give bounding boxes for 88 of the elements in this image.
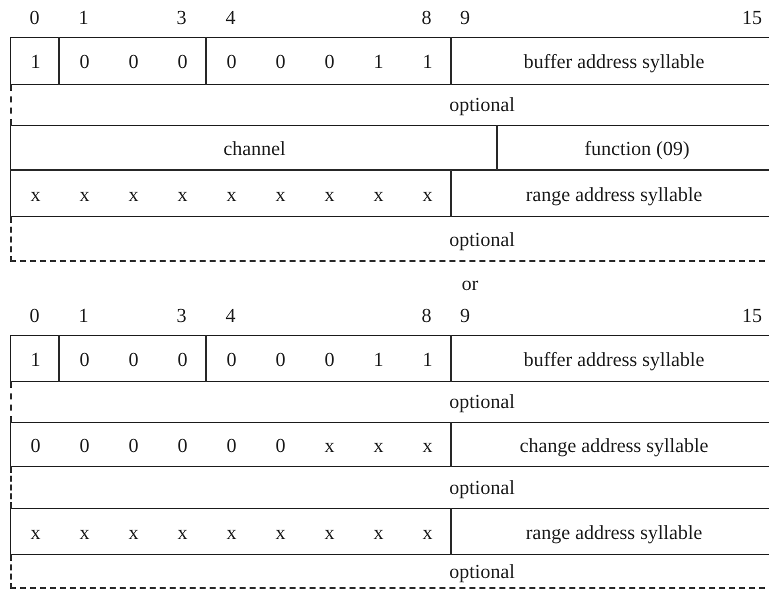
bit-value: x [128,520,138,544]
optional-label: optional [449,93,515,117]
bit-field-cell [206,37,451,85]
bit-value: 0 [276,50,286,74]
bit-field-cell [10,335,59,382]
bit-value: 0 [226,50,236,74]
bit-value: 0 [128,50,138,74]
bit-value: x [374,434,384,458]
field-cell [10,125,497,170]
bit-value: x [80,182,90,206]
bit-value: 1 [374,50,384,74]
bit-value: x [422,520,432,544]
field-name: buffer address syllable [524,348,704,372]
bit-field-cell [10,422,451,467]
bit-value: x [178,520,188,544]
bit-value: 1 [374,348,384,372]
bit-value: 1 [422,50,432,74]
bit-value: x [324,182,334,206]
bit-value: x [30,520,40,544]
field-cell [451,37,769,85]
bit-value: 0 [80,434,90,458]
optional-label: optional [449,476,515,500]
optional-label: optional [449,390,515,414]
bit-field-cell [59,37,206,85]
field-name: channel [223,136,286,160]
bit-value: 0 [178,348,188,372]
bit-value: 1 [30,348,40,372]
bit-number: 15 [742,6,762,30]
bit-value: x [374,520,384,544]
bit-field-cell [10,508,451,555]
bit-number: 0 [30,304,40,328]
bit-number: 15 [742,304,762,328]
field-cell [451,170,769,217]
bit-value: 0 [226,348,236,372]
bit-value: x [30,182,40,206]
bit-value: x [374,182,384,206]
bit-number: 4 [226,6,236,30]
field-cell [451,335,769,382]
field-name: range address syllable [526,520,702,544]
bit-value: x [324,434,334,458]
bit-value: 0 [178,50,188,74]
bit-value: x [226,182,236,206]
bit-field-cell [206,335,451,382]
bit-value: 0 [324,50,334,74]
field-name: function (09) [584,136,690,160]
bit-number: 1 [78,304,88,328]
field-name: buffer address syllable [524,50,704,74]
bit-value: x [178,182,188,206]
bit-value: x [276,520,286,544]
bit-value: 0 [276,348,286,372]
bit-number: 9 [460,6,470,30]
bit-value: 0 [226,434,236,458]
bit-value: x [128,182,138,206]
field-cell [451,422,769,467]
bit-value: 0 [128,348,138,372]
bit-number: 4 [226,304,236,328]
bit-number: 9 [460,304,470,328]
bit-number: 1 [78,6,88,30]
bit-field-cell [59,335,206,382]
bit-value: 0 [30,434,40,458]
optional-label: optional [449,228,515,252]
bit-number: 3 [176,6,186,30]
bit-value: 0 [324,348,334,372]
bit-value: 1 [30,50,40,74]
bit-value: x [276,182,286,206]
bit-value: x [422,434,432,458]
bit-value: 0 [128,434,138,458]
separator-text: or [462,272,478,296]
bit-value: x [80,520,90,544]
field-cell [497,125,769,170]
bit-number: 3 [176,304,186,328]
bit-value: 1 [422,348,432,372]
field-name: change address syllable [520,434,708,458]
bit-value: 0 [80,50,90,74]
bit-value: 0 [80,348,90,372]
optional-label: optional [449,560,515,584]
bit-field-cell [10,170,451,217]
bit-value: x [422,182,432,206]
bit-field-cell [10,37,59,85]
bit-value: x [226,520,236,544]
field-cell [451,508,769,555]
bit-number: 0 [30,6,40,30]
field-name: range address syllable [526,182,702,206]
bit-value: 0 [276,434,286,458]
bit-value: 0 [178,434,188,458]
bit-number: 8 [422,304,432,328]
bit-value: x [324,520,334,544]
bit-number: 8 [422,6,432,30]
